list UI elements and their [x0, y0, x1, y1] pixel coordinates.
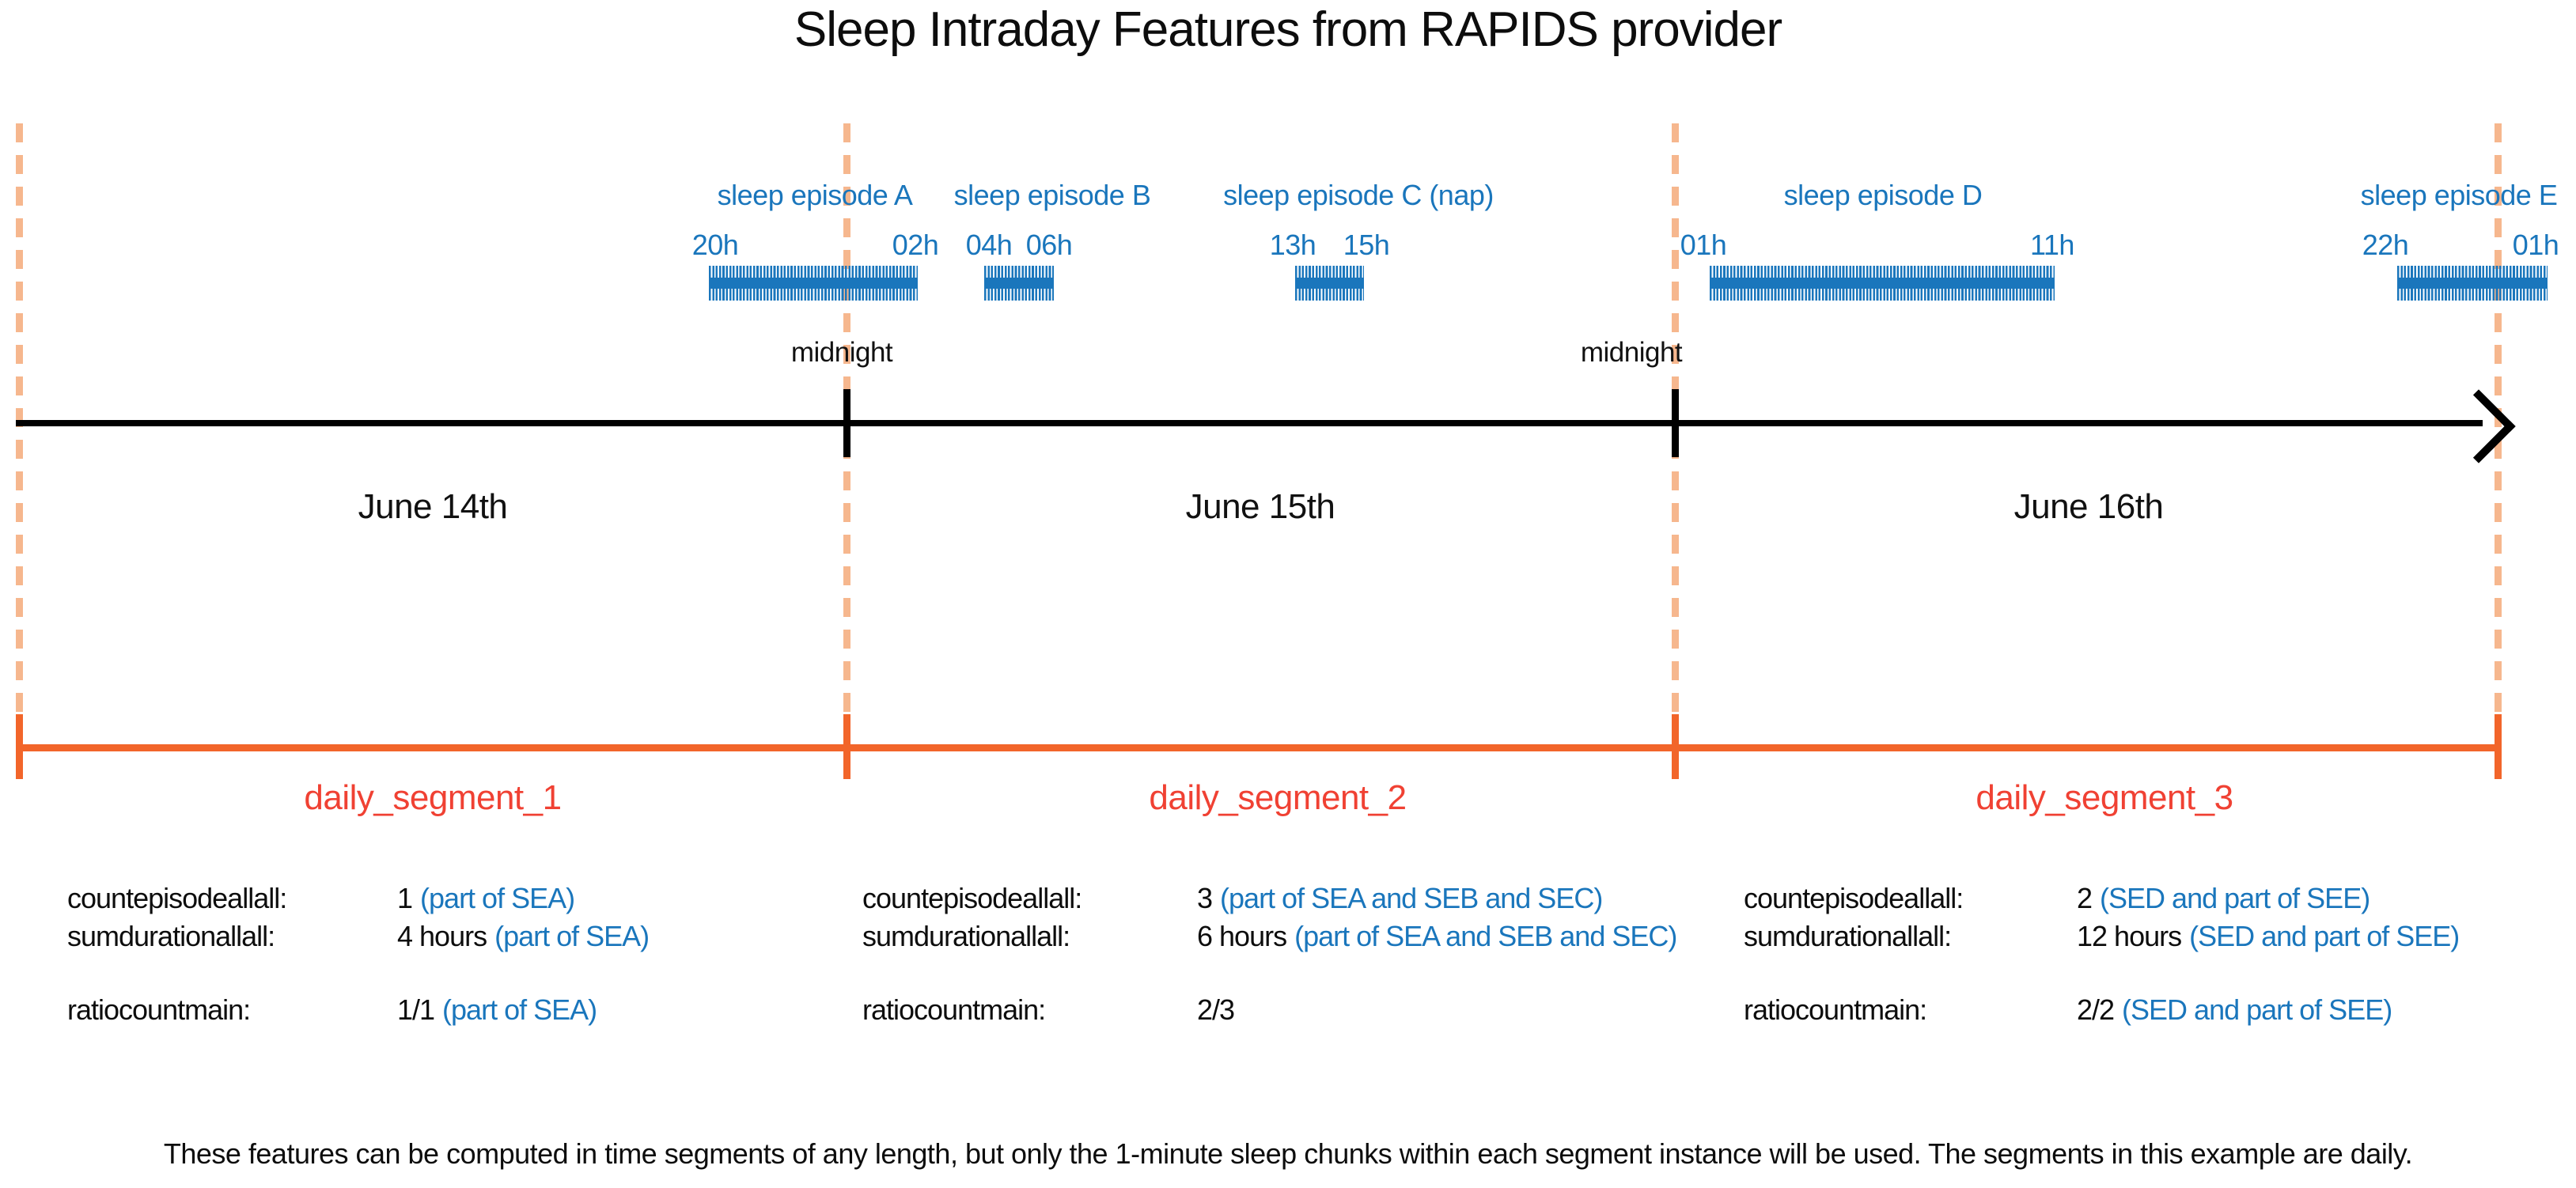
segment-3-feature-label: sumdurationallall:: [1744, 920, 1952, 952]
feature-value-note: (SED and part of SEE): [2122, 993, 2392, 1026]
diagram-title: Sleep Intraday Features from RAPIDS prov…: [794, 2, 1782, 57]
episode-a-bar: [709, 266, 918, 301]
episode-e-end-time: 01h: [2512, 229, 2559, 261]
segment-1-feature-value: 1(part of SEA): [397, 882, 575, 915]
segment-1-feature-label: sumdurationallall:: [67, 920, 275, 952]
timeline-arrowhead-icon: [2442, 389, 2516, 463]
feature-value-number: 1: [397, 882, 413, 914]
episode-c-bar: [1295, 266, 1364, 301]
segment-boundary-dashed-line-4: [2495, 123, 2502, 718]
segment-2-feature-label: countepisodeallall:: [862, 882, 1082, 914]
midnight-tick-2: [1672, 389, 1679, 457]
segment-2-feature-value: 2/3: [1197, 993, 1242, 1027]
segment-1-feature-value: 1/1(part of SEA): [397, 993, 597, 1027]
segment-bracket-tick-2: [843, 714, 850, 779]
segment-bracket-line: [16, 744, 2502, 751]
feature-value-number: 2/2: [2077, 993, 2115, 1026]
feature-value-note: (SED and part of SEE): [2100, 882, 2370, 914]
segment-3-feature-value: 2(SED and part of SEE): [2077, 882, 2370, 915]
timeline-axis: [16, 420, 2483, 426]
episode-e-label: sleep episode E: [2360, 179, 2558, 211]
feature-value-note: (part of SEA and SEB and SEC): [1294, 920, 1677, 952]
feature-value-number: 2/3: [1197, 993, 1235, 1026]
segment-3-feature-label: countepisodeallall:: [1744, 882, 1964, 914]
episode-b-start-time: 04h: [965, 229, 1013, 261]
episode-d-start-time: 01h: [1680, 229, 1727, 261]
segment-2-feature-label: ratiocountmain:: [862, 993, 1046, 1026]
feature-value-note: (part of SEA and SEB and SEC): [1220, 882, 1603, 914]
segment-2-feature-value: 3(part of SEA and SEB and SEC): [1197, 882, 1603, 915]
segment-bracket-tick-1: [16, 714, 23, 779]
feature-value-number: 6 hours: [1197, 920, 1287, 952]
episode-d-end-time: 11h: [2030, 229, 2074, 261]
feature-value-number: 1/1: [397, 993, 435, 1026]
footer-note: These features can be computed in time s…: [163, 1137, 2413, 1170]
segment-1-feature-label: ratiocountmain:: [67, 993, 251, 1026]
episode-b-end-time: 06h: [1025, 229, 1073, 261]
segment-3-name: daily_segment_3: [1976, 778, 2233, 817]
segment-bracket-tick-3: [1672, 714, 1679, 779]
episode-d-label: sleep episode D: [1783, 179, 1983, 211]
feature-value-note: (part of SEA): [494, 920, 650, 952]
episode-a-end-time: 02h: [892, 229, 939, 261]
segment-3-feature-label: ratiocountmain:: [1744, 993, 1927, 1026]
feature-value-note: (SED and part of SEE): [2189, 920, 2460, 952]
segment-1-feature-value: 4 hours(part of SEA): [397, 920, 650, 953]
segment-3-feature-value: 2/2(SED and part of SEE): [2077, 993, 2392, 1027]
date-label-june-15: June 15th: [1185, 487, 1335, 526]
date-label-june-14: June 14th: [358, 487, 508, 526]
episode-e-start-time: 22h: [2362, 229, 2409, 261]
episode-a-start-time: 20h: [691, 229, 739, 261]
episode-d-bar: [1710, 266, 2055, 301]
feature-value-number: 2: [2077, 882, 2093, 914]
episode-c-end-time: 15h: [1343, 229, 1390, 261]
segment-bracket-tick-4: [2495, 714, 2502, 779]
feature-value-note: (part of SEA): [420, 882, 575, 914]
midnight-label-2: midnight: [1580, 337, 1683, 368]
feature-value-number: 12 hours: [2077, 920, 2182, 952]
segment-1-name: daily_segment_1: [304, 778, 562, 817]
segment-1-feature-label: countepisodeallall:: [67, 882, 287, 914]
segment-2-name: daily_segment_2: [1149, 778, 1407, 817]
episode-e-bar: [2397, 266, 2548, 301]
feature-value-note: (part of SEA): [442, 993, 597, 1026]
segment-2-feature-value: 6 hours(part of SEA and SEB and SEC): [1197, 920, 1677, 953]
feature-value-number: 4 hours: [397, 920, 487, 952]
midnight-label-1: midnight: [790, 337, 893, 368]
segment-3-feature-value: 12 hours(SED and part of SEE): [2077, 920, 2460, 953]
episode-b-bar: [984, 266, 1054, 301]
episode-a-label: sleep episode A: [717, 179, 913, 211]
episode-c-label: sleep episode C (nap): [1223, 179, 1494, 211]
feature-value-number: 3: [1197, 882, 1213, 914]
segment-2-feature-label: sumdurationallall:: [862, 920, 1070, 952]
episode-c-start-time: 13h: [1269, 229, 1316, 261]
episode-b-label: sleep episode B: [953, 179, 1151, 211]
date-label-june-16: June 16th: [2013, 487, 2164, 526]
midnight-tick-1: [843, 389, 850, 457]
